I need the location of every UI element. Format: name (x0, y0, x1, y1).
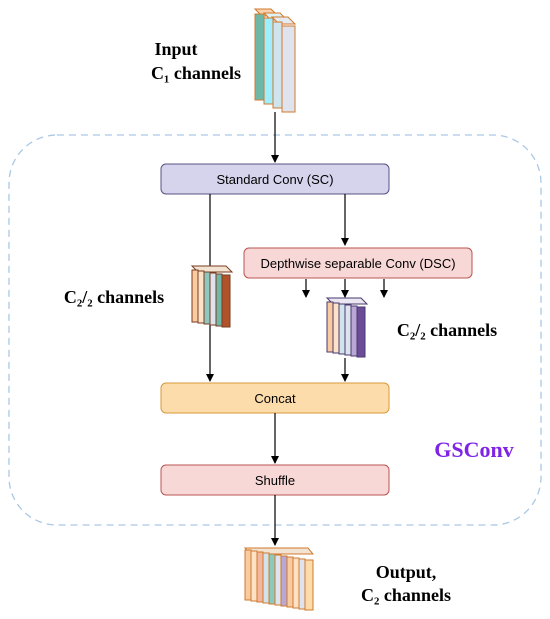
concat-label: Concat (254, 391, 296, 406)
shuffle-label: Shuffle (255, 473, 295, 488)
dsc-block (243, 247, 473, 279)
gsconv-module-label: GSConv (434, 437, 513, 462)
standard-conv-block (160, 163, 390, 195)
left-branch-feature-map (190, 265, 234, 328)
input-label-line1: Input (154, 39, 197, 59)
output-feature-map (243, 547, 315, 611)
left-branch-label: C₂/₂ channels (64, 287, 164, 307)
right-branch-feature-map (325, 297, 369, 358)
output-label-line2: C₂ channels (361, 585, 451, 605)
output-label-line1: Output, (376, 562, 437, 582)
input-label-line2: C₁ channels (151, 63, 241, 83)
input-feature-map (253, 8, 297, 113)
dsc-label: Depthwise separable Conv (DSC) (260, 256, 455, 271)
right-branch-label: C₂/₂ channels (397, 320, 497, 340)
standard-conv-label: Standard Conv (SC) (216, 172, 333, 187)
